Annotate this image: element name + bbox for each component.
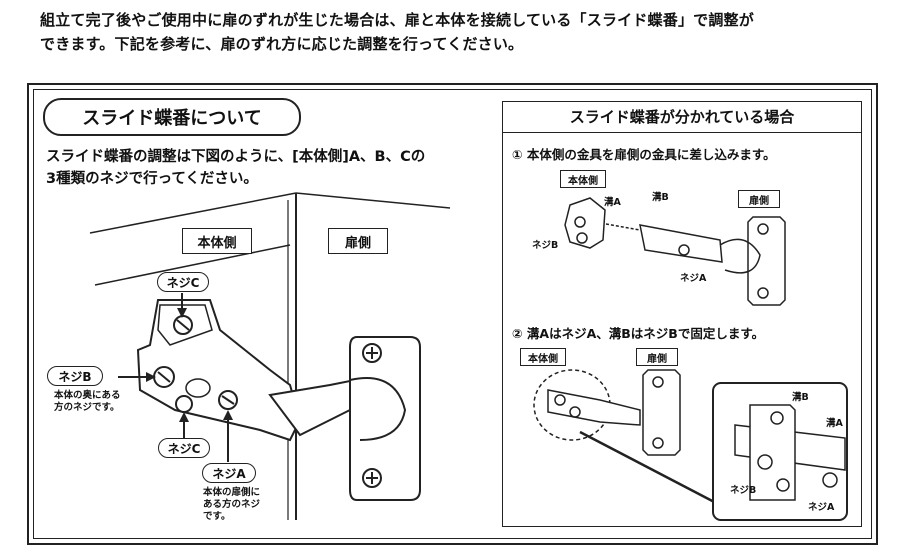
screw-a-note-line-1: 本体の扉側に (203, 487, 261, 498)
instruction-frame-inner (33, 89, 872, 539)
step2-screw-b: ネジB (730, 485, 757, 496)
screw-a-note-line-2: ある方のネジ (203, 499, 261, 510)
step-1-text: ① 本体側の金具を扉側の金具に差し込みます。 (512, 147, 776, 162)
step2-groove-b: 溝B (792, 392, 809, 403)
label-screw-c-bottom-text: ネジC (167, 441, 201, 456)
step2-label-body-side-text: 本体側 (528, 353, 558, 365)
step2-screw-a: ネジA (808, 502, 835, 513)
intro-line-1: 組立て完了後やご使用中に扉のずれが生じた場合は、扉と本体を接続している「スライド… (40, 11, 754, 29)
slide-hinge-title: スライド蝶番について (43, 98, 301, 136)
separated-hinge-title-text: スライド蝶番が分かれている場合 (569, 108, 795, 126)
label-screw-c-top: ネジC (157, 272, 209, 292)
label-screw-b: ネジB (47, 366, 103, 386)
label-body-side: 本体側 (182, 228, 252, 254)
step1-groove-b: 溝B (652, 192, 669, 203)
step2-label-door-side: 扉側 (636, 348, 678, 366)
step1-label-body-side: 本体側 (560, 170, 606, 188)
label-screw-b-text: ネジB (58, 369, 92, 384)
instruction-frame (27, 83, 878, 545)
step1-screw-b: ネジB (532, 240, 559, 251)
slide-hinge-title-text: スライド蝶番について (82, 108, 262, 129)
step2-label-door-side-text: 扉側 (647, 353, 667, 365)
left-description: スライド蝶番の調整は下図のように、[本体側]A、B、Cの 3種類のネジで行ってく… (46, 146, 496, 190)
screw-a-note: 本体の扉側に ある方のネジ です。 (203, 487, 260, 523)
label-door-side: 扉側 (328, 228, 388, 254)
label-screw-c-top-text: ネジC (166, 275, 200, 290)
step2-groove-a: 溝A (826, 418, 843, 429)
label-screw-a: ネジA (202, 463, 256, 483)
screw-b-note-line-2: 方のネジです。 (54, 402, 120, 413)
separated-hinge-title: スライド蝶番が分かれている場合 (502, 101, 862, 133)
label-door-side-text: 扉側 (344, 235, 371, 251)
step1-screw-a: ネジA (680, 273, 707, 284)
step1-label-door-side: 扉側 (738, 190, 780, 208)
left-description-line-2: 3種類のネジで行ってください。 (46, 171, 258, 187)
step1-label-door-side-text: 扉側 (749, 195, 769, 207)
left-description-line-1: スライド蝶番の調整は下図のように、[本体側]A、B、Cの (46, 149, 426, 165)
step-2-text: ② 溝AはネジA、溝BはネジBで固定します。 (512, 326, 765, 341)
label-body-side-text: 本体側 (197, 235, 237, 251)
separated-hinge-panel (502, 101, 862, 527)
screw-b-note: 本体の奥にある 方のネジです。 (54, 390, 121, 414)
screw-b-note-line-1: 本体の奥にある (54, 390, 121, 401)
step2-label-body-side: 本体側 (520, 348, 566, 366)
intro-text: 組立て完了後やご使用中に扉のずれが生じた場合は、扉と本体を接続している「スライド… (40, 8, 880, 56)
step1-label-body-side-text: 本体側 (568, 175, 598, 187)
screw-a-note-line-3: です。 (203, 511, 231, 522)
step1-groove-a: 溝A (604, 197, 621, 208)
label-screw-c-bottom: ネジC (158, 438, 210, 458)
label-screw-a-text: ネジA (212, 466, 246, 481)
intro-line-2: できます。下記を参考に、扉のずれ方に応じた調整を行ってください。 (40, 35, 524, 53)
